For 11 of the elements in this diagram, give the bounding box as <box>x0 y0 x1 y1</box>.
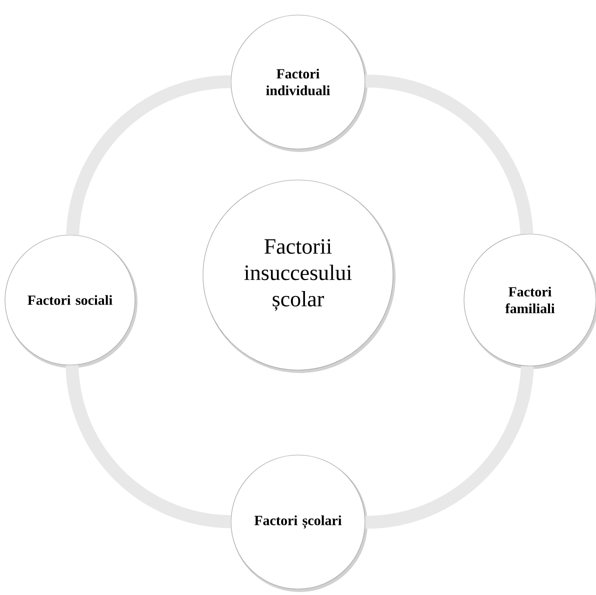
circle-node: Factorii insuccesului școlar <box>202 180 394 370</box>
ring-arc <box>364 74 534 234</box>
circle-node: Factori sociali <box>4 234 136 366</box>
ring-arc <box>364 366 534 529</box>
node-label: Factori familiali <box>505 286 555 314</box>
ring-arc <box>66 364 232 528</box>
circle-node: Factori individuali <box>230 14 366 150</box>
ring-arc <box>66 75 232 236</box>
circle-node: Factori familiali <box>464 234 596 366</box>
node-label: Factori școlari <box>254 515 342 529</box>
circle-node: Factori școlari <box>230 454 366 590</box>
